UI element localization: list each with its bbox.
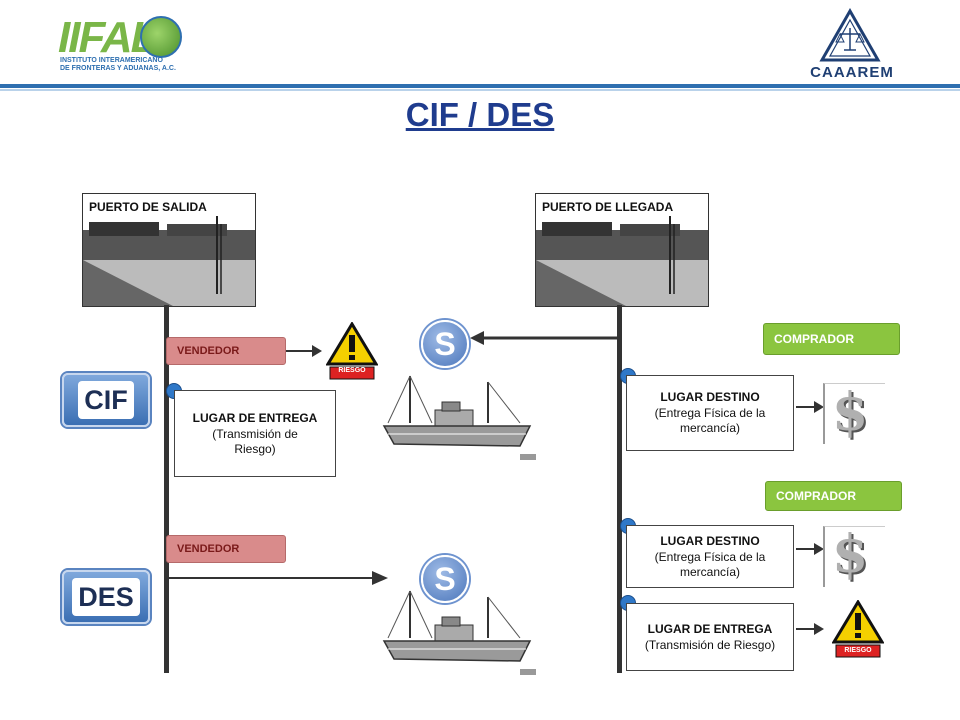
cif-destination-box: LUGAR DESTINO (Entrega Física de la merc… (626, 375, 794, 451)
dollar-card (823, 383, 885, 444)
departure-timeline (164, 305, 169, 673)
insurance-s-icon: S (421, 555, 469, 603)
page-title: CIF / DES (405, 96, 555, 133)
cif-seller-arrow (286, 345, 322, 357)
des-delivery-box: LUGAR DE ENTREGA (Transmisión de Riesgo) (626, 603, 794, 671)
caaarem-emblem-icon (819, 8, 881, 62)
ship-icon (382, 590, 536, 675)
dollar-icon: $ (832, 382, 869, 443)
departure-to-insurance-arrow (168, 571, 388, 585)
arrival-timeline (617, 305, 622, 673)
des-seller-pill: VENDEDOR (166, 535, 286, 563)
des-buyer-pill: COMPRADOR (765, 481, 902, 511)
insurance-s-icon: S (421, 320, 469, 368)
cif-label-button[interactable]: CIF (62, 373, 150, 427)
dollar-icon: $ (832, 524, 869, 585)
cif-destination-arrow (796, 401, 824, 413)
arrival-to-insurance-arrow (470, 331, 620, 345)
dollar-card (823, 526, 885, 587)
cif-risk-label: RIESGO (338, 367, 366, 374)
cif-seller-pill: VENDEDOR (166, 337, 286, 365)
warning-icon (326, 322, 378, 380)
header-divider-light (0, 89, 960, 91)
warning-icon (832, 600, 884, 658)
port-arrival-card: PUERTO DE LLEGADA (535, 193, 709, 307)
des-destination-arrow (796, 543, 824, 555)
des-destination-box: LUGAR DESTINO (Entrega Física de la merc… (626, 525, 794, 588)
ship-icon (382, 375, 536, 460)
header-divider (0, 84, 960, 88)
cif-buyer-pill: COMPRADOR (763, 323, 900, 355)
caaarem-logo-text: CAAAREM (810, 64, 894, 81)
des-risk-label: RIESGO (844, 647, 872, 654)
iifal-globe-icon (140, 16, 182, 58)
des-delivery-arrow (796, 623, 824, 635)
port-arrival-label: PUERTO DE LLEGADA (542, 200, 674, 214)
port-photo (536, 194, 708, 306)
port-departure-label: PUERTO DE SALIDA (89, 200, 207, 214)
port-departure-card: PUERTO DE SALIDA (82, 193, 256, 307)
iifal-subtitle: INSTITUTO INTERAMERICANO DE FRONTERAS Y … (60, 57, 176, 72)
cif-delivery-box: LUGAR DE ENTREGA (Transmisión de Riesgo) (174, 390, 336, 477)
port-photo (83, 194, 255, 306)
des-label-button[interactable]: DES (62, 570, 150, 624)
